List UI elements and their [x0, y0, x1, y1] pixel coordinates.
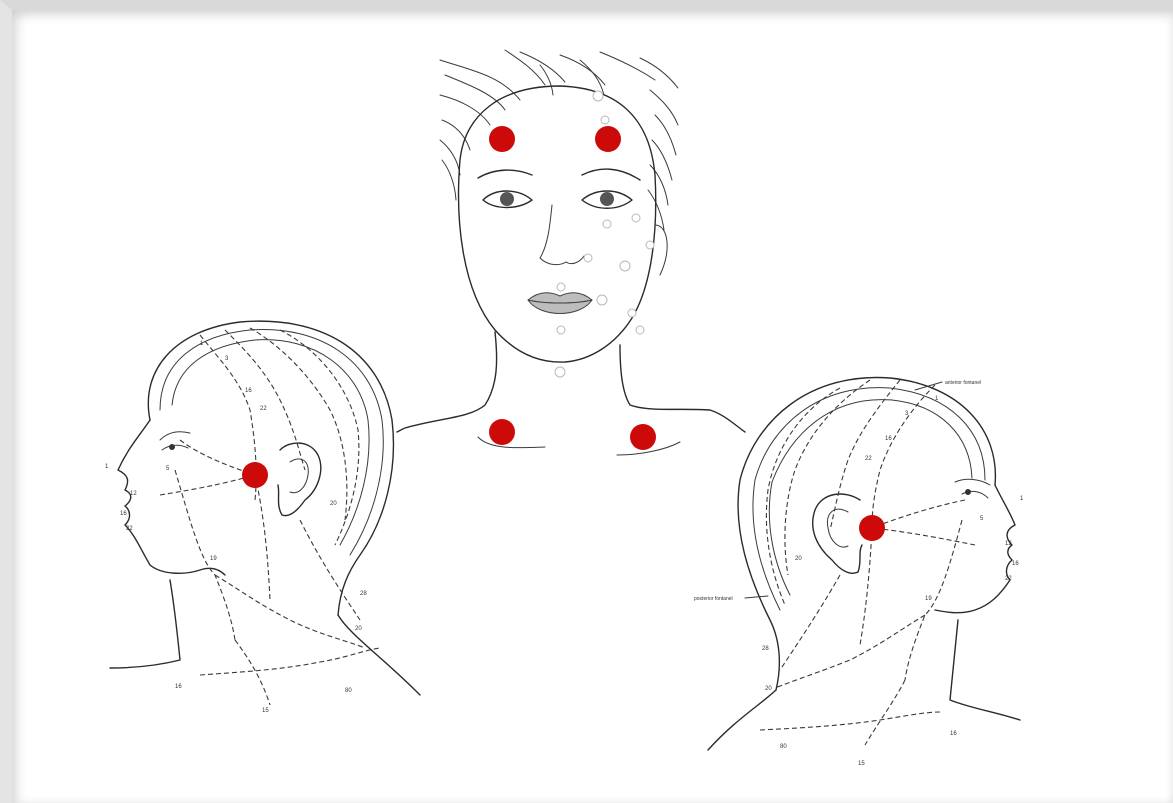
marker-left-temple	[242, 462, 268, 488]
right-eyebrow	[582, 169, 640, 180]
svg-text:16: 16	[175, 684, 182, 690]
right-eye	[582, 191, 632, 208]
right-ear	[813, 494, 862, 573]
svg-text:22: 22	[1005, 576, 1012, 582]
right-profile-drawing: anterior fontanel posterior fontanel 1 3…	[694, 377, 1024, 767]
svg-text:22: 22	[260, 406, 267, 412]
svg-text:16: 16	[885, 436, 892, 442]
svg-text:5: 5	[166, 466, 170, 472]
svg-text:80: 80	[780, 744, 787, 750]
svg-text:5: 5	[980, 516, 984, 522]
svg-text:80: 80	[345, 688, 352, 694]
svg-text:1: 1	[935, 396, 939, 402]
svg-text:20: 20	[795, 556, 802, 562]
marker-shoulder-right	[630, 424, 656, 450]
lips	[528, 293, 592, 314]
svg-text:16: 16	[1012, 561, 1019, 567]
right-profile-numbers: 1 3 16 22 5 12 16 22 19 20 28 20 16 15 8…	[762, 396, 1024, 767]
left-eyebrow	[478, 170, 532, 178]
marker-right-temple	[859, 515, 885, 541]
neck-right	[620, 345, 745, 432]
nose	[540, 205, 584, 265]
svg-text:20: 20	[355, 626, 362, 632]
svg-text:16: 16	[950, 731, 957, 737]
svg-text:1: 1	[1020, 496, 1024, 502]
marker-forehead-right	[595, 126, 621, 152]
svg-text:1: 1	[105, 464, 109, 470]
svg-text:19: 19	[210, 556, 217, 562]
svg-text:28: 28	[762, 646, 769, 652]
svg-text:28: 28	[360, 591, 367, 597]
left-profile-numbers: 1 3 16 22 5 12 16 22 19 20 28 20 16 15 8…	[105, 341, 367, 714]
svg-text:16: 16	[245, 388, 252, 394]
neck-left	[397, 332, 497, 432]
svg-text:16: 16	[120, 511, 127, 517]
hair	[440, 50, 678, 230]
left-profile-drawing: 1 3 16 22 5 12 16 22 19 20 28 20 16 15 8…	[105, 321, 420, 714]
marker-forehead-left	[489, 126, 515, 152]
label-anterior-fontanel: anterior fontanel	[945, 380, 981, 386]
svg-text:3: 3	[225, 356, 229, 362]
svg-text:20: 20	[330, 501, 337, 507]
svg-text:22: 22	[126, 526, 133, 532]
svg-text:15: 15	[858, 761, 865, 767]
svg-text:12: 12	[130, 491, 137, 497]
svg-text:20: 20	[765, 686, 772, 692]
svg-text:12: 12	[1005, 541, 1012, 547]
left-ear	[278, 443, 321, 516]
svg-text:19: 19	[925, 596, 932, 602]
front-face-drawing	[397, 50, 745, 455]
label-posterior-fontanel: posterior fontanel	[694, 596, 733, 602]
svg-text:22: 22	[865, 456, 872, 462]
marker-shoulder-left	[489, 419, 515, 445]
left-eye	[483, 191, 532, 208]
face-outline	[459, 86, 656, 362]
svg-text:15: 15	[262, 708, 269, 714]
